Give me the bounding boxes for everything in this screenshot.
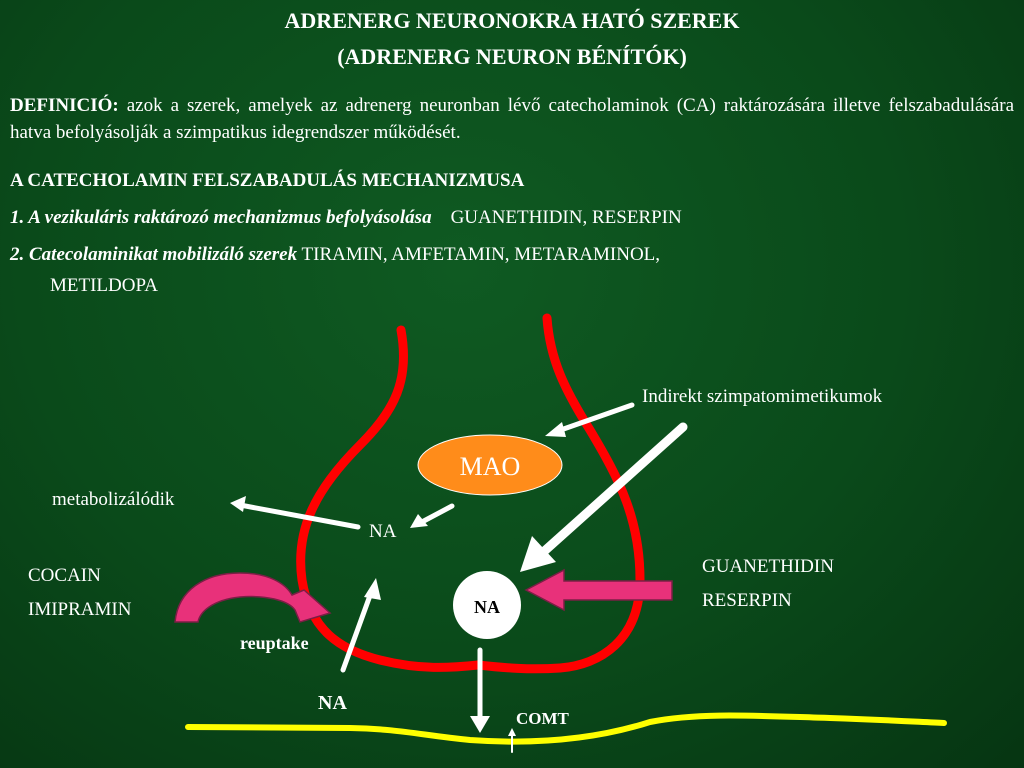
- arrowhead-indirect-into-vesicle: [520, 536, 556, 572]
- pink-arrow-reuptake: [174, 572, 332, 623]
- neuron-membrane-right: [473, 313, 645, 674]
- item-2-label: 2. Catecolaminikat mobilizáló szerek: [10, 244, 298, 265]
- reuptake-label: reuptake: [240, 633, 309, 653]
- indirect-label: Indirekt szimpatomimetikumok: [642, 386, 883, 407]
- arrowhead-indirect-to-mao: [545, 422, 566, 437]
- arrow-indirect-into-vesicle: [535, 422, 688, 560]
- mao-label: MAO: [460, 452, 521, 481]
- arrow-na-reuptake-up: [340, 587, 375, 673]
- imipramin-label: IMIPRAMIN: [28, 599, 132, 620]
- arrow-indirect-to-mao: [552, 402, 635, 435]
- item-2-drugs-continued: METILDOPA: [50, 275, 159, 296]
- postsynaptic-membrane: [185, 712, 947, 745]
- arrowhead-mao-to-na: [410, 514, 428, 528]
- na-bottom-label: NA: [318, 692, 347, 714]
- na-top-label: NA: [369, 521, 397, 542]
- comt-label: COMT: [516, 709, 569, 728]
- arrowhead-metabolize: [230, 496, 246, 512]
- definition-label: DEFINICIÓ:: [10, 95, 119, 116]
- mechanism-heading: A CATECHOLAMIN FELSZABADULÁS MECHANIZMUS…: [10, 170, 525, 191]
- guanethidin-label: GUANETHIDIN: [702, 556, 834, 577]
- arrowhead-vesicle-down: [470, 716, 490, 733]
- mechanism-item-1: 1. A vezikuláris raktározó mechanizmus b…: [10, 203, 682, 233]
- arrowhead-comt: [508, 728, 516, 736]
- metabolize-label: metabolizálódik: [52, 489, 175, 510]
- na-vesicle: [453, 571, 521, 639]
- mechanism-item-2: 2. Catecolaminikat mobilizáló szerek TIR…: [10, 240, 660, 270]
- title-line-1: ADRENERG NEURONOKRA HATÓ SZEREK: [284, 8, 740, 33]
- arrowhead-na-up: [364, 578, 381, 600]
- definition-text: azok a szerek, amelyek az adrenerg neuro…: [10, 95, 1015, 143]
- mao-ellipse: [417, 434, 563, 496]
- item-1-drugs: GUANETHIDIN, RESERPIN: [450, 207, 682, 228]
- neuron-membrane-left: [296, 325, 483, 672]
- item-2-drugs: TIRAMIN, AMFETAMIN, METARAMINOL,: [301, 244, 661, 265]
- title-line-2: (ADRENERG NEURON BÉNÍTÓK): [337, 44, 687, 69]
- reserpin-label: RESERPIN: [702, 590, 792, 611]
- definition: DEFINICIÓ: azok a szerek, amelyek az adr…: [10, 92, 1014, 146]
- na-vesicle-label: NA: [474, 597, 500, 617]
- pink-arrow-guanethidin: [524, 568, 673, 612]
- arrow-na-to-metabolize: [237, 502, 361, 530]
- item-1-label: 1. A vezikuláris raktározó mechanizmus b…: [10, 207, 432, 228]
- arrow-mao-to-na: [417, 503, 455, 526]
- cocain-label: COCAIN: [28, 565, 101, 586]
